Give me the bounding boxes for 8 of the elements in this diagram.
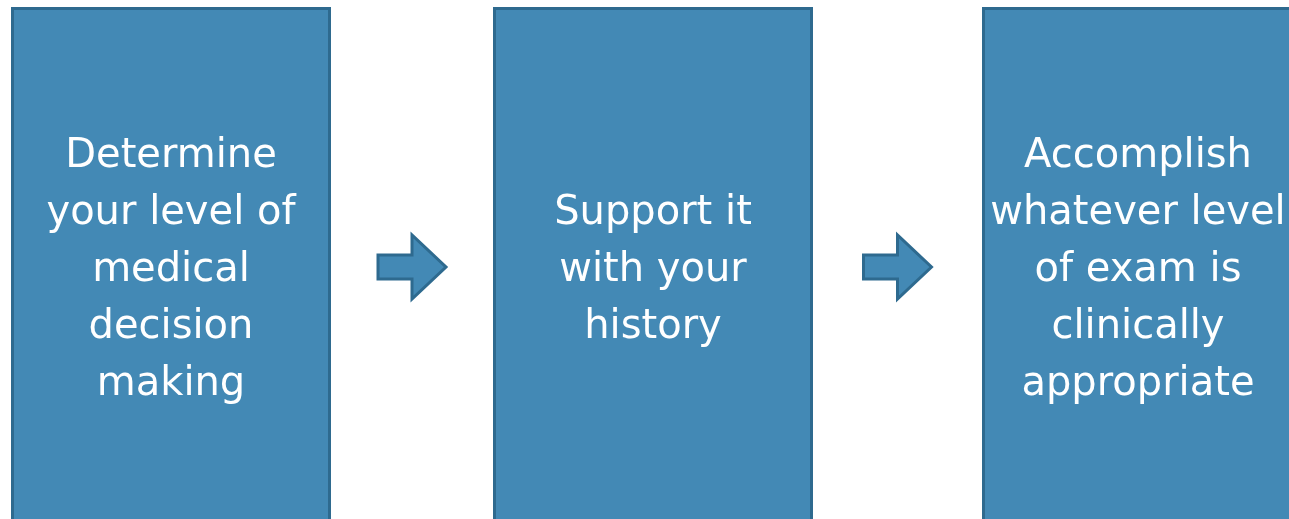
box-text: Determine your level of medical decision making [45,128,298,406]
box-text: Support it with your history [553,185,753,349]
box-text: Accomplish whatever level of exam is clinically appropriate [989,128,1287,406]
process-box [982,7,1289,519]
block-arrow [862,231,934,303]
process-box [493,7,813,519]
process-box [11,7,331,519]
block-arrow [376,231,449,303]
